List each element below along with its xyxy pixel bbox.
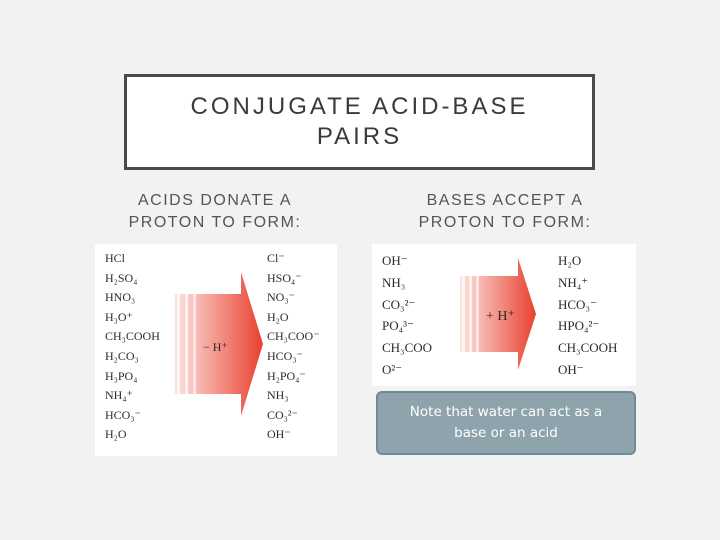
base-formula: OH⁻ — [382, 253, 408, 268]
acid-formula: NH₄⁺ — [105, 388, 133, 403]
water-note: Note that water can act as a base or an … — [376, 391, 636, 455]
conjugate-base-formula: NH₃ — [267, 388, 289, 403]
conjugate-acid-formula: H₂O — [558, 253, 582, 268]
bases-arrow-stripe — [476, 276, 479, 352]
conjugate-base-formula: HSO₄⁻ — [267, 270, 302, 285]
water-note-line-2: base or an acid — [454, 425, 558, 441]
acid-formula: H₂SO₄ — [105, 270, 138, 285]
conjugate-acid-formula: NH₄⁺ — [558, 274, 589, 290]
slide-title-box: CONJUGATE ACID-BASE PAIRS — [124, 74, 595, 170]
acids-heading: ACIDS DONATE A PROTON TO FORM: — [95, 190, 335, 234]
bases-heading-line-2: PROTON TO FORM: — [418, 214, 592, 231]
acids-heading-line-2: PROTON TO FORM: — [128, 214, 302, 231]
base-formula: NH₃ — [382, 274, 406, 290]
conjugate-base-formula: H₂O — [267, 309, 289, 324]
conjugate-base-formula: Cl⁻ — [267, 251, 285, 265]
acid-formula: HCl — [105, 251, 126, 265]
bases-arrow-stripe — [462, 276, 465, 352]
acid-formula: H₂CO₃ — [105, 349, 139, 363]
acid-formula: H₃O⁺ — [105, 309, 133, 324]
conjugate-base-formula: HCO₃⁻ — [267, 349, 303, 363]
acid-formula: HNO₃ — [105, 290, 136, 305]
acids-arrow — [175, 272, 263, 416]
bases-panel: + H⁺ OH⁻ NH₃ CO₃²⁻ PO₄³⁻ CH₃COO O²⁻ H₂O NH₄⁺ HC… — [372, 244, 636, 386]
acid-formula: CH₃COOH — [105, 329, 160, 344]
conjugate-acid-formula: HCO₃⁻ — [558, 296, 597, 312]
conjugate-base-formula: CH₃COO⁻ — [267, 329, 320, 344]
base-formula: CO₃²⁻ — [382, 296, 416, 312]
title-line-2: PAIRS — [316, 123, 403, 150]
acids-arrow-stripe — [193, 294, 196, 394]
acids-heading-line-1: ACIDS DONATE A — [137, 192, 293, 209]
conjugate-base-formula: NO₃⁻ — [267, 290, 295, 305]
water-note-line-1: Note that water can act as a — [409, 404, 603, 420]
acids-arrow-stripe — [185, 294, 188, 394]
bases-heading-line-1: BASES ACCEPT A — [426, 192, 584, 209]
acid-formula: HCO₃⁻ — [105, 407, 141, 422]
base-formula: PO₄³⁻ — [382, 318, 414, 334]
conjugate-base-formula: OH⁻ — [267, 427, 291, 442]
base-formula: O²⁻ — [382, 362, 403, 377]
bases-arrow-label: + H⁺ — [486, 309, 515, 324]
conjugate-base-formula: H₂PO₄⁻ — [267, 368, 306, 383]
acid-formula: H₂O — [105, 427, 127, 442]
conjugate-acid-formula: CH₃COOH — [558, 340, 618, 356]
conjugate-acid-formula: OH⁻ — [558, 362, 584, 377]
acids-arrow-shape — [175, 272, 263, 416]
bases-arrow-stripe — [469, 276, 472, 352]
bases-heading: BASES ACCEPT A PROTON TO FORM: — [385, 190, 625, 234]
base-formula: CH₃COO — [382, 340, 433, 356]
title-line-1: CONJUGATE ACID-BASE — [190, 93, 529, 120]
conjugate-base-formula: CO₃²⁻ — [267, 407, 298, 422]
acid-formula: H₃PO₄ — [105, 368, 138, 383]
acids-arrow-stripe — [177, 294, 180, 394]
conjugate-acid-formula: HPO₄²⁻ — [558, 318, 600, 334]
bases-arrow — [460, 258, 536, 370]
acids-arrow-label: − H⁺ — [203, 340, 228, 354]
